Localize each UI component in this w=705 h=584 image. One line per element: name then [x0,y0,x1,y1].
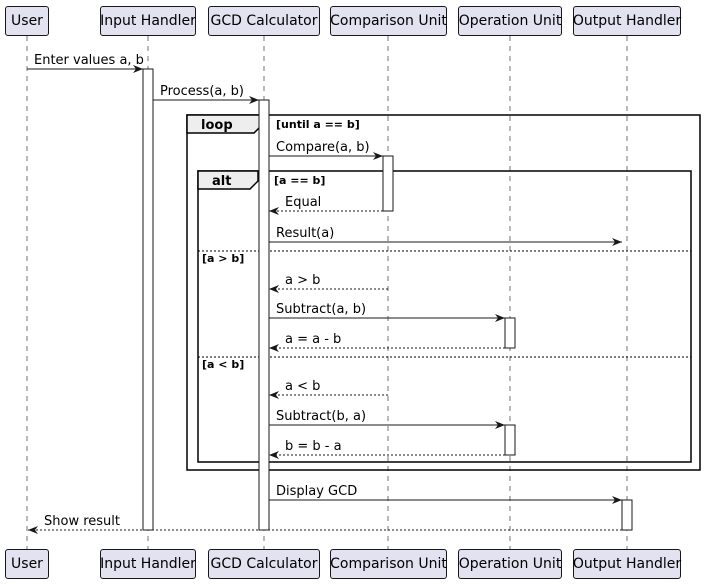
activation-bar-out [621,499,633,531]
message-label: Result(a) [276,226,334,241]
loop-frame-title: loop [201,118,233,133]
activation-bar-gcd [258,99,270,531]
message-label: Display GCD [276,484,357,499]
participant-cmp-top: Comparison Unit [330,6,447,36]
message-label: Process(a, b) [160,84,244,99]
activation-bar-input [142,68,154,531]
alt-else-condition: [a > b] [202,252,244,265]
alt-frame-condition: [a == b] [274,174,325,187]
participant-op-top: Operation Unit [458,6,562,36]
participant-gcd-top: GCD Calculator [208,6,320,36]
alt-frame [197,170,692,463]
participant-user-top: User [5,6,49,36]
message-label: Subtract(b, a) [276,409,366,424]
participant-user-bottom: User [5,549,49,579]
loop-frame-tab [186,114,263,134]
message-label: Show result [44,514,120,529]
participant-input-bottom: Input Handler [100,549,196,579]
participant-cmp-bottom: Comparison Unit [330,549,447,579]
activation-bar-op [504,424,516,456]
alt-frame-title: alt [212,174,231,189]
participant-input-top: Input Handler [100,6,196,36]
message-label: Enter values a, b [34,53,144,68]
activation-bar-cmp [382,155,394,212]
loop-frame-condition: [until a == b] [276,118,360,131]
participant-out-bottom: Output Handler [573,549,681,579]
participant-out-top: Output Handler [573,6,681,36]
participant-gcd-bottom: GCD Calculator [208,549,320,579]
participant-op-bottom: Operation Unit [458,549,562,579]
alt-frame-tab [197,170,259,190]
message-label: a > b [285,273,320,288]
alt-else-condition: [a < b] [202,358,244,371]
activation-bar-op [504,317,516,349]
loop-frame [186,114,701,471]
message-label: Equal [285,195,321,210]
message-label: b = b - a [285,439,342,454]
message-label: a < b [285,379,320,394]
message-label: Compare(a, b) [276,140,370,155]
message-label: a = a - b [285,332,341,347]
message-label: Subtract(a, b) [276,302,366,317]
